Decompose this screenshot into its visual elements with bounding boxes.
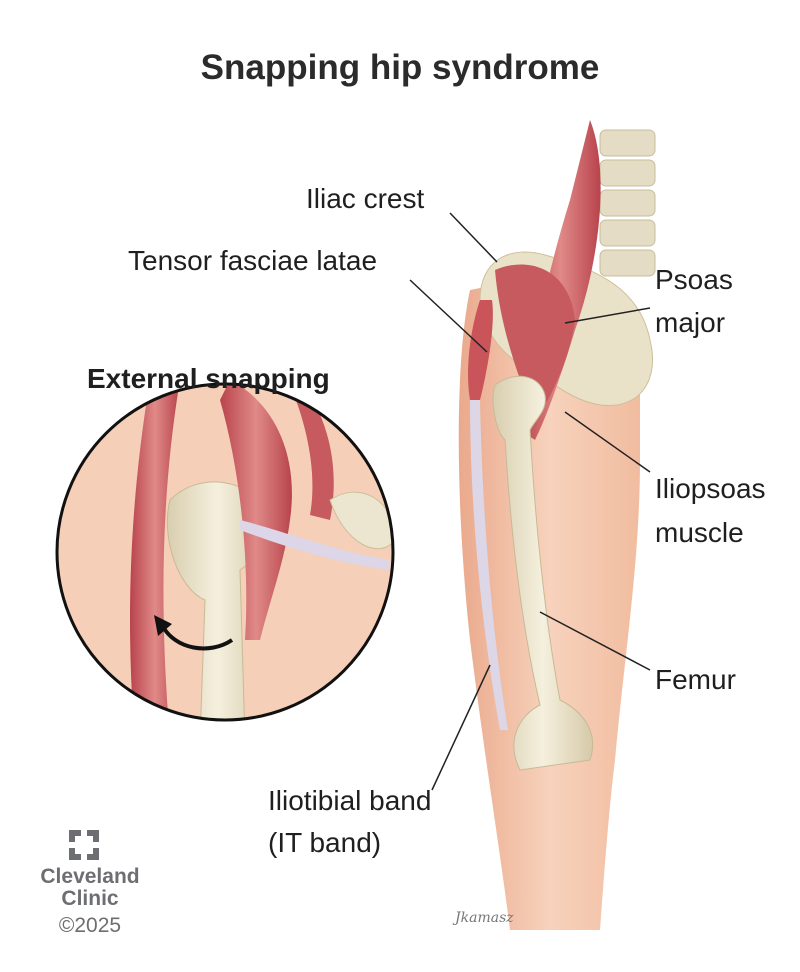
femur — [492, 375, 594, 771]
logo: Cleveland Clinic ©2025 — [40, 826, 140, 940]
page-title: Snapping hip syndrome — [200, 48, 600, 87]
label-tensor-fasciae-latae: Tensor fasciae latae — [128, 245, 378, 276]
label-itband-2: (IT band) — [268, 827, 382, 858]
label-external-snapping: External snapping — [87, 363, 330, 394]
tfl-muscle — [468, 300, 493, 400]
label-itband-1: Iliotibial band — [268, 785, 432, 816]
it-band — [470, 400, 508, 730]
iliacus-muscle — [495, 264, 575, 420]
leg-skin — [458, 280, 640, 930]
logo-name-2: Clinic — [61, 887, 119, 910]
snap-arrow-icon — [160, 623, 234, 651]
spine — [599, 129, 656, 277]
label-iliopsoas-2: muscle — [655, 517, 744, 548]
label-psoas-2: major — [655, 307, 726, 338]
copyright: ©2025 — [58, 914, 122, 937]
cleveland-clinic-logo-icon — [69, 830, 99, 860]
leader-lines — [409, 212, 651, 791]
label-iliopsoas-1: Iliopsoas — [655, 473, 766, 504]
label-femur: Femur — [655, 664, 736, 695]
inset-circle — [55, 382, 395, 722]
label-psoas-1: Psoas — [655, 264, 733, 295]
logo-name-1: Cleveland — [40, 865, 140, 888]
artist-signature: Jkamasz — [452, 910, 514, 926]
label-iliac-crest: Iliac crest — [306, 183, 425, 214]
